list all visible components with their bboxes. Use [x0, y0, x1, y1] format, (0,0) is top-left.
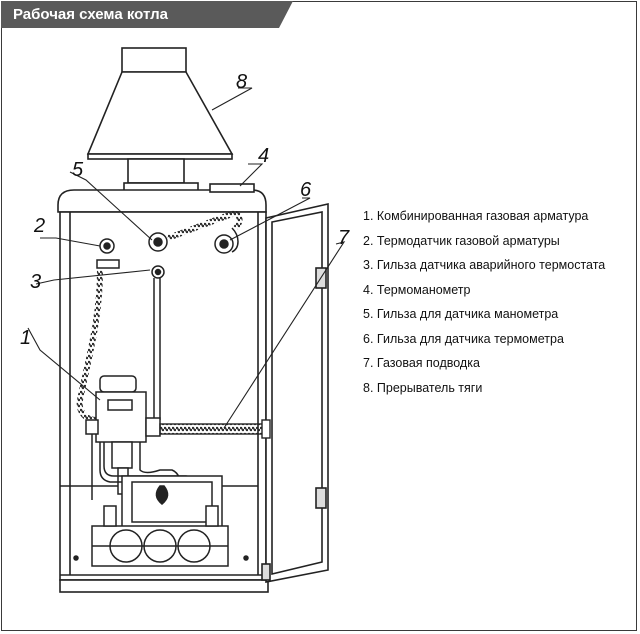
callout-5: 5 [72, 159, 84, 181]
legend-item-7: 7. Газовая подводка [363, 356, 480, 370]
legend-item-1: 1. Комбинированная газовая арматура [363, 209, 589, 223]
legend-item-8: 8. Прерыватель тяги [363, 380, 483, 395]
boiler-door [261, 202, 329, 583]
callout-3: 3 [30, 271, 41, 293]
burner-assembly [73, 475, 249, 567]
legend-item-3: 3. Гильза датчика аварийного термостата [363, 258, 606, 272]
diagram-title: Рабочая схема котла [13, 6, 168, 23]
sensor-fittings [96, 232, 234, 420]
legend-item-6: 6. Гильза для датчика термометра [363, 331, 564, 346]
callout-7: 7 [338, 227, 350, 249]
draft-interrupter [86, 47, 234, 192]
title-banner: Рабочая схема котла [1, 1, 293, 28]
legend: 1. Комбинированная газовая арматура 2. Т… [363, 208, 633, 404]
callout-2: 2 [33, 215, 45, 237]
legend-item-2: 2. Термодатчик газовой арматуры [363, 233, 560, 248]
legend-item-5: 5. Гильза для датчика манометра [363, 307, 559, 321]
callout-8: 8 [236, 71, 247, 93]
capillary-tubes [76, 210, 243, 423]
gas-supply-pipe [159, 419, 271, 439]
title-banner-shape [1, 1, 293, 28]
callout-1: 1 [20, 327, 31, 349]
callout-4: 4 [258, 145, 269, 167]
callout-6: 6 [300, 179, 312, 201]
leader-lines [27, 87, 346, 429]
legend-item-4: 4. Термоманометр [363, 282, 471, 297]
